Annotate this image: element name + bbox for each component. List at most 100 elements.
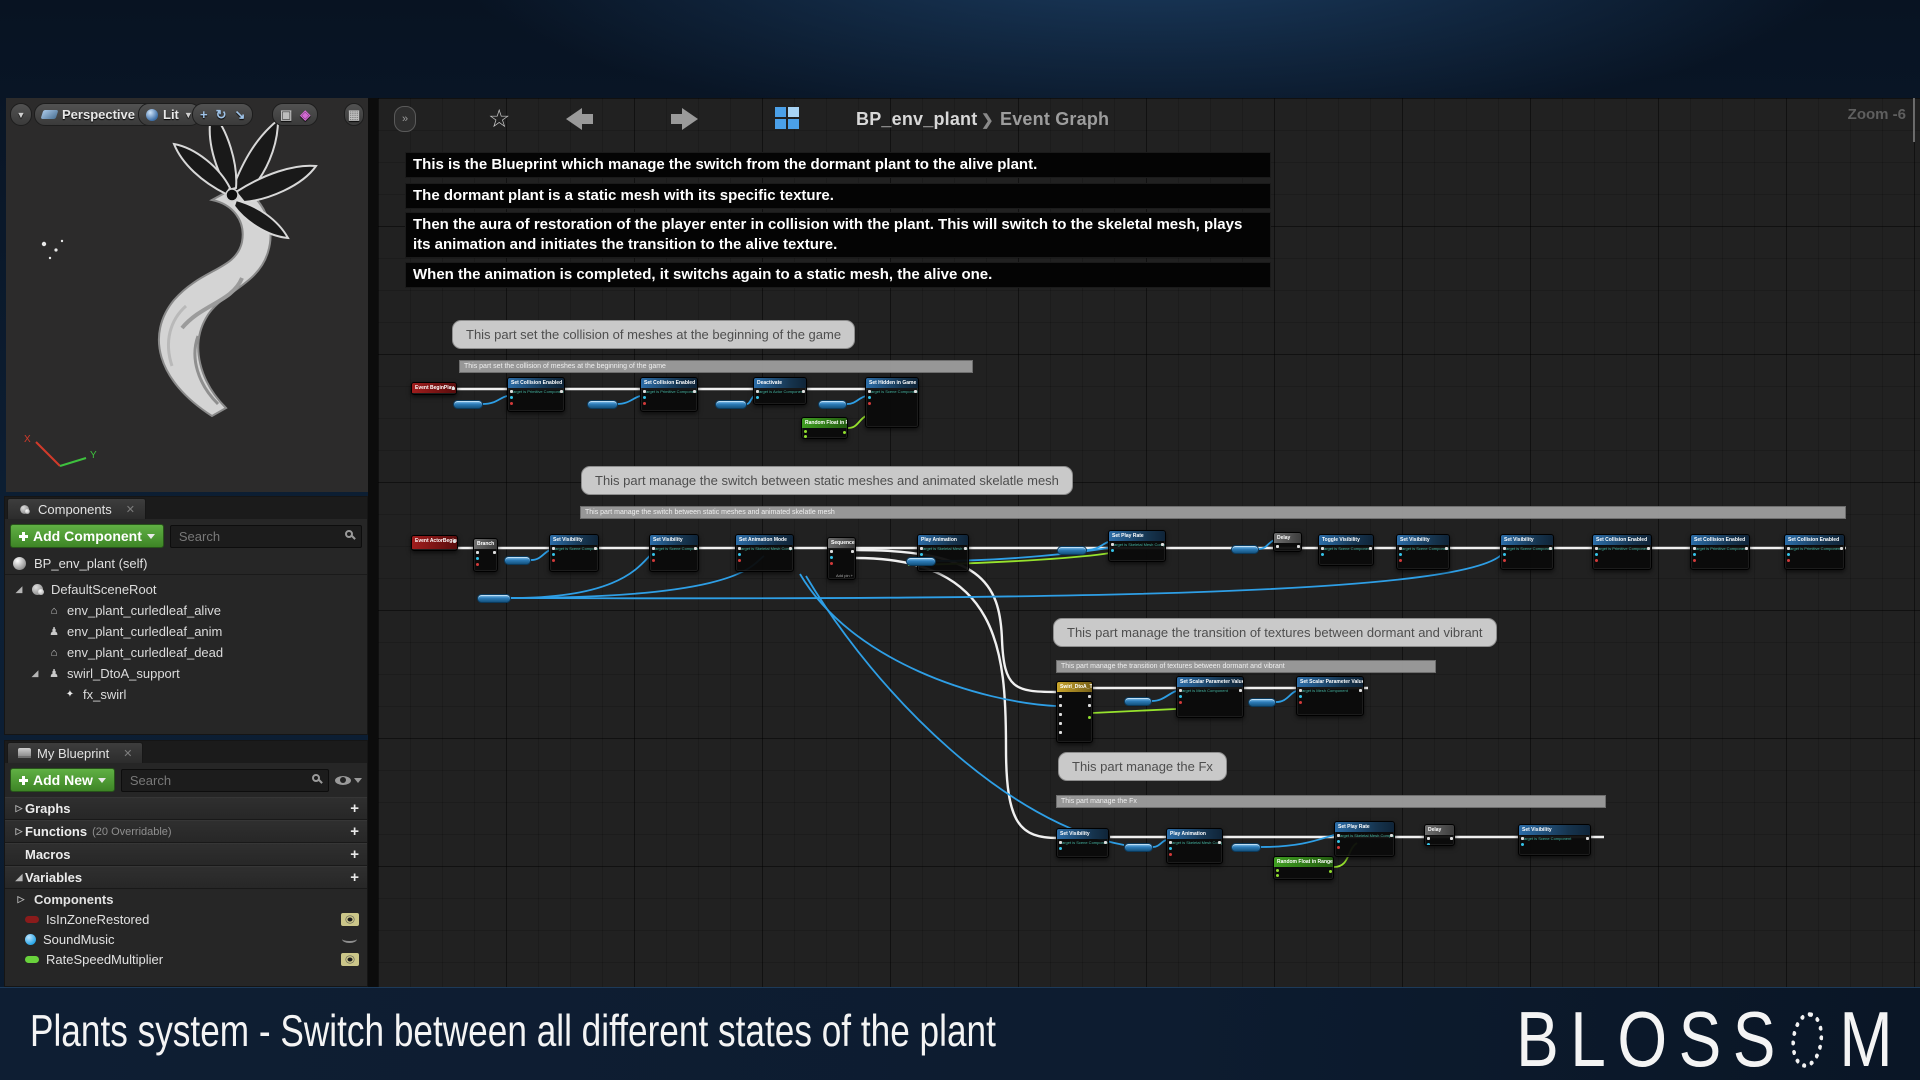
close-icon[interactable]: ✕ — [125, 503, 135, 516]
comment-box-header[interactable]: This part set the collision of meshes at… — [459, 360, 973, 373]
lit-mode-button[interactable]: Lit ▼ — [138, 103, 201, 126]
tab-components[interactable]: Components ✕ — [7, 498, 146, 519]
expand-arrow-icon[interactable]: ◢ — [15, 584, 23, 594]
tree-item-defaultsceneroot[interactable]: ◢DefaultSceneRoot — [5, 579, 367, 600]
node-delay[interactable]: Delay — [1424, 824, 1455, 846]
variable-soundmusic[interactable]: SoundMusic — [5, 929, 367, 949]
maximize-viewport-button[interactable]: ▦ — [344, 103, 364, 126]
comment-box-header[interactable]: This part manage the transition of textu… — [1056, 660, 1436, 673]
my-blueprint-search-input[interactable] — [120, 768, 329, 792]
tree-item-env-plant-curledleaf-dead[interactable]: ⌂env_plant_curledleaf_dead — [5, 642, 367, 663]
surface-snap-icon[interactable]: ◈ — [300, 107, 311, 122]
variable-getter-pill[interactable] — [715, 400, 747, 409]
component-self-row[interactable]: BP_env_plant (self) — [5, 553, 367, 575]
comment-box-header[interactable]: This part manage the switch between stat… — [580, 506, 1846, 519]
add-icon[interactable]: + — [350, 800, 359, 817]
favorite-star-icon[interactable]: ☆ — [488, 105, 511, 133]
add-icon[interactable]: + — [350, 846, 359, 863]
variable-getter-pill[interactable] — [818, 400, 847, 409]
expand-arrow-icon[interactable]: ▷ — [17, 893, 25, 904]
comment-box-header[interactable]: This part manage the Fx — [1056, 795, 1606, 808]
eye-open-icon[interactable] — [341, 912, 359, 926]
back-button[interactable] — [566, 108, 598, 130]
variable-getter-pill[interactable] — [504, 556, 531, 565]
components-search-input[interactable] — [169, 524, 362, 548]
node-swirl-dtoa-timeline[interactable]: Swirl_DtoA_Timeline — [1056, 681, 1093, 743]
variable-getter-pill[interactable] — [587, 400, 618, 409]
eye-closed-icon[interactable] — [342, 935, 357, 943]
close-icon[interactable]: ✕ — [123, 747, 133, 760]
variable-isinzonerestored[interactable]: IsInZoneRestored — [5, 909, 367, 929]
add-component-button[interactable]: Add Component — [10, 524, 164, 548]
viewport-options-button[interactable]: ▼ — [10, 103, 32, 126]
node-set-scalar-parameter-value-on-materials[interactable]: Set Scalar Parameter Value on MaterialsT… — [1296, 676, 1364, 716]
visibility-filter-button[interactable] — [335, 774, 362, 787]
node-event-actorbeginoverlap[interactable]: Event ActorBeginOverlap — [411, 535, 458, 551]
expand-arrow-icon[interactable]: ▷ — [15, 826, 23, 836]
variable-ratespeedmultiplier[interactable]: RateSpeedMultiplier — [5, 949, 367, 969]
forward-button[interactable] — [666, 108, 698, 130]
variable-getter-pill[interactable] — [453, 400, 483, 409]
tree-item-fx-swirl[interactable]: ✦fx_swirl — [5, 684, 367, 705]
tab-my-blueprint[interactable]: My Blueprint ✕ — [7, 742, 144, 763]
tree-item-env-plant-curledleaf-alive[interactable]: ⌂env_plant_curledleaf_alive — [5, 600, 367, 621]
variable-getter-pill[interactable] — [1057, 546, 1087, 555]
graph-comment-banner[interactable]: Then the aura of restoration of the play… — [405, 212, 1271, 258]
expand-arrow-icon[interactable]: ▷ — [15, 803, 23, 813]
3d-viewport[interactable]: ▼ Perspective ▼ Lit ▼ + ↻ ↘ ▣ ◈ ▦ — [6, 98, 368, 492]
section-macros[interactable]: Macros+ — [5, 843, 367, 866]
variable-getter-pill[interactable] — [1248, 698, 1276, 707]
event-graph-canvas[interactable]: » ☆ BP_env_plant ❯ Event Graph Zoom -6 T… — [378, 98, 1920, 987]
expand-toolbar-button[interactable]: » — [394, 106, 416, 132]
add-icon[interactable]: + — [350, 823, 359, 840]
variable-getter-pill[interactable] — [1231, 843, 1261, 852]
variable-getter-pill[interactable] — [1124, 843, 1153, 852]
section-functions[interactable]: ▷Functions(20 Overridable)+ — [5, 820, 367, 843]
panel-splitter[interactable] — [368, 98, 378, 987]
node-random-float-in-range[interactable]: Random Float in Range — [1273, 856, 1334, 880]
variables-group-components[interactable]: ▷Components — [5, 889, 367, 909]
breadcrumb-asset[interactable]: BP_env_plant — [856, 109, 978, 129]
tree-item-swirl-dtoa-support[interactable]: ◢♟swirl_DtoA_support — [5, 663, 367, 684]
move-tool-icon[interactable]: + — [200, 107, 208, 122]
variable-getter-pill[interactable] — [477, 594, 511, 603]
grid-snap-icon[interactable]: ▣ — [280, 107, 293, 122]
tree-item-env-plant-curledleaf-anim[interactable]: ♟env_plant_curledleaf_anim — [5, 621, 367, 642]
graph-comment-banner[interactable]: The dormant plant is a static mesh with … — [405, 183, 1271, 209]
node-delay[interactable]: Delay — [1273, 532, 1302, 552]
section-variables[interactable]: ◢Variables+ — [5, 866, 367, 889]
section-graphs[interactable]: ▷Graphs+ — [5, 797, 367, 820]
variable-getter-pill[interactable] — [1231, 545, 1259, 554]
rotate-tool-icon[interactable]: ↻ — [215, 107, 227, 122]
variable-getter-pill[interactable] — [1124, 697, 1152, 706]
node-random-float-in-range[interactable]: Random Float in Range — [801, 417, 848, 439]
node-branch[interactable]: Branch — [473, 538, 498, 572]
add-pin-label[interactable]: Add pin + — [835, 573, 853, 578]
add-icon[interactable]: + — [350, 869, 359, 886]
expand-arrow-icon[interactable]: ◢ — [15, 872, 23, 882]
node-set-scalar-parameter-value-on-materials[interactable]: Set Scalar Parameter Value on MaterialsT… — [1176, 676, 1244, 718]
expand-arrow-icon[interactable]: ◢ — [31, 668, 39, 678]
scale-tool-icon[interactable]: ↘ — [234, 107, 246, 122]
breadcrumb-page[interactable]: Event Graph — [1000, 109, 1110, 129]
eye-open-icon[interactable] — [341, 952, 359, 966]
variable-getter-pill[interactable] — [906, 557, 936, 566]
